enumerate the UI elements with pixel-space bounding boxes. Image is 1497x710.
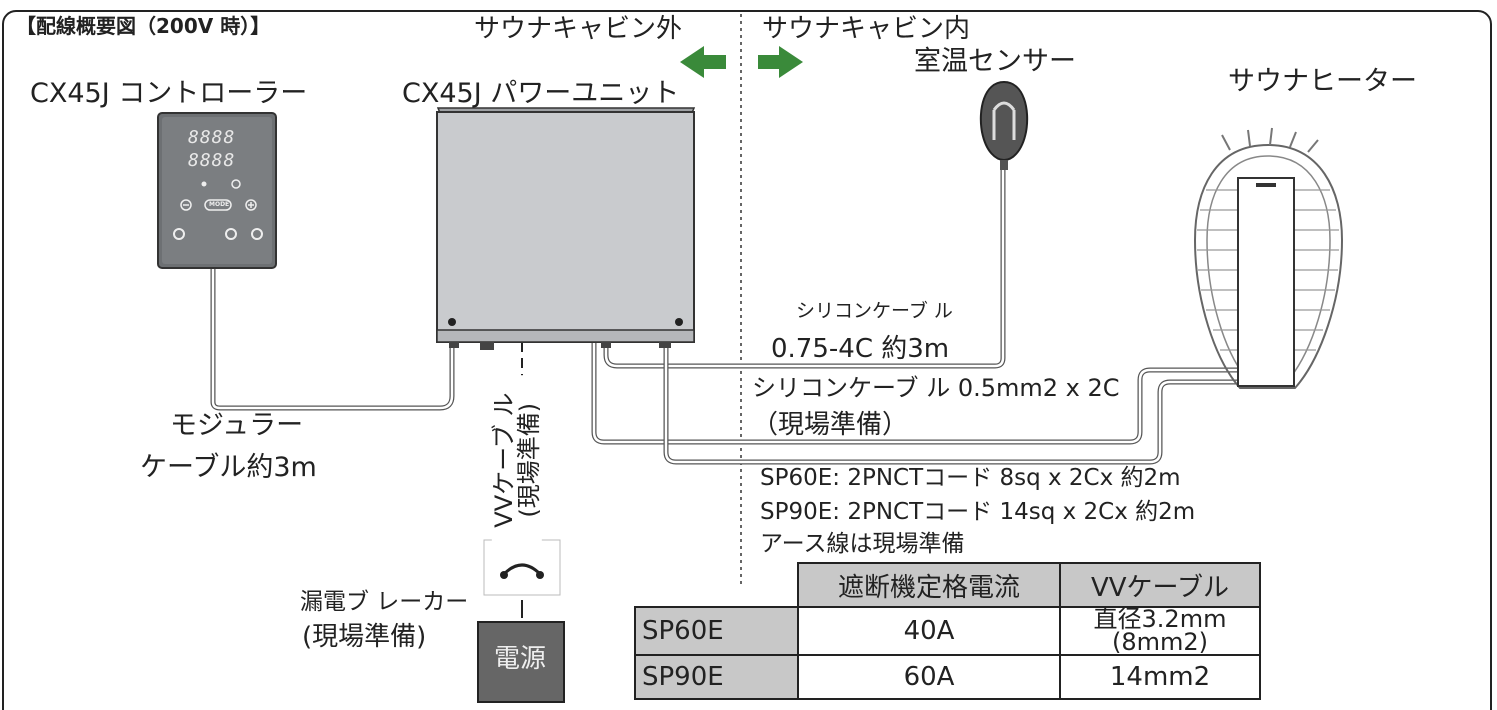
zone-outside-label: サウナキャビン外 [474,14,683,44]
modular-cable-label-1: モジュラー [170,410,304,441]
table-cell-model: SP60E [634,606,799,656]
controller-label: CX45J コントローラー [30,78,308,109]
controller-display-top: 8888 [188,127,236,148]
heater-label: サウナヒーター [1228,66,1417,97]
table-row: SP60E 40A 直径3.2mm (8mm2) [634,605,1261,656]
power-unit-box [436,107,696,350]
room-sensor-icon [979,80,1029,170]
power-button-icon [173,228,185,240]
spec-table: 遮断機定格電流 VVケーブル SP60E 40A 直径3.2mm (8mm2) … [634,562,1261,700]
light-button-icon [225,228,237,240]
thermometer-icon [201,181,207,187]
diagram-frame [2,10,1492,710]
outside-arrow-icon [680,46,726,78]
page-title: 【配線概要図（200V 時）】 [16,14,271,38]
mode-button [204,199,232,211]
table-cell-current: 60A [797,653,1061,700]
table-row: SP90E 60A 14mm2 [634,653,1261,700]
vv-cable-vertical-line1: VVケーブ ル [489,392,518,528]
timer-icon [231,179,241,189]
breaker-label-1: 漏電ブ レーカー [300,589,469,615]
table-cell-cable: 直径3.2mm (8mm2) [1059,605,1261,656]
vv-cable-vertical-label: VVケーブ ル (現場準備) [489,375,543,546]
sensor-cable-name: シリコンケーブ ル [796,300,953,322]
vv-cable-vertical-line2: (現場準備) [515,402,543,518]
minus-button-icon [180,199,192,211]
breaker-switch-icon [502,563,542,576]
table-cell-cable-line1: 直径3.2mm [1093,605,1227,633]
cord-sp60e-label: SP60E: 2PNCTコード 8sq x 2Cx 約2m [760,465,1181,491]
controller-display-bottom: 8888 [188,150,236,171]
cord-sp90e-label: SP90E: 2PNCTコード 14sq x 2Cx 約2m [760,499,1196,525]
breaker-label-2: (現場準備) [302,622,427,652]
table-header-row: 遮断機定格電流 VVケーブル [635,562,1261,608]
sauna-heater-icon [1193,127,1344,389]
breaker-box [483,539,561,596]
heater-cable-name: シリコンケーブ ル 0.5mm2 x 2C [752,374,1120,402]
table-header-current: 遮断機定格電流 [797,562,1061,608]
power-source-box [477,621,565,703]
plus-button-icon [245,199,257,211]
heater-cable-note: （現場準備） [752,410,909,440]
fan-button-icon [251,228,263,240]
inside-arrow-icon [758,46,803,78]
modular-cable [210,268,455,411]
table-header-corner [635,563,798,607]
table-cell-current: 40A [797,606,1061,656]
table-cell-cable-line2: (8mm2) [1111,627,1209,656]
controller-mode-label: MODE [209,201,230,208]
table-cell-model: SP90E [634,653,799,700]
earth-note-label: アース線は現場準備 [760,531,965,557]
modular-cable-label-2: ケーブル約3m [140,452,317,483]
power-source-label: 電源 [494,644,547,674]
table-header-cable: VVケーブル [1059,562,1261,608]
controller-box [157,112,277,269]
sensor-cable-spec: 0.75-4C 約3m [771,334,950,364]
zone-inside-label: サウナキャビン内 [762,14,971,44]
power-unit-label: CX45J パワーユニット [402,78,680,109]
sensor-label: 室温センサー [914,46,1076,77]
table-cell-cable: 14mm2 [1059,653,1261,700]
